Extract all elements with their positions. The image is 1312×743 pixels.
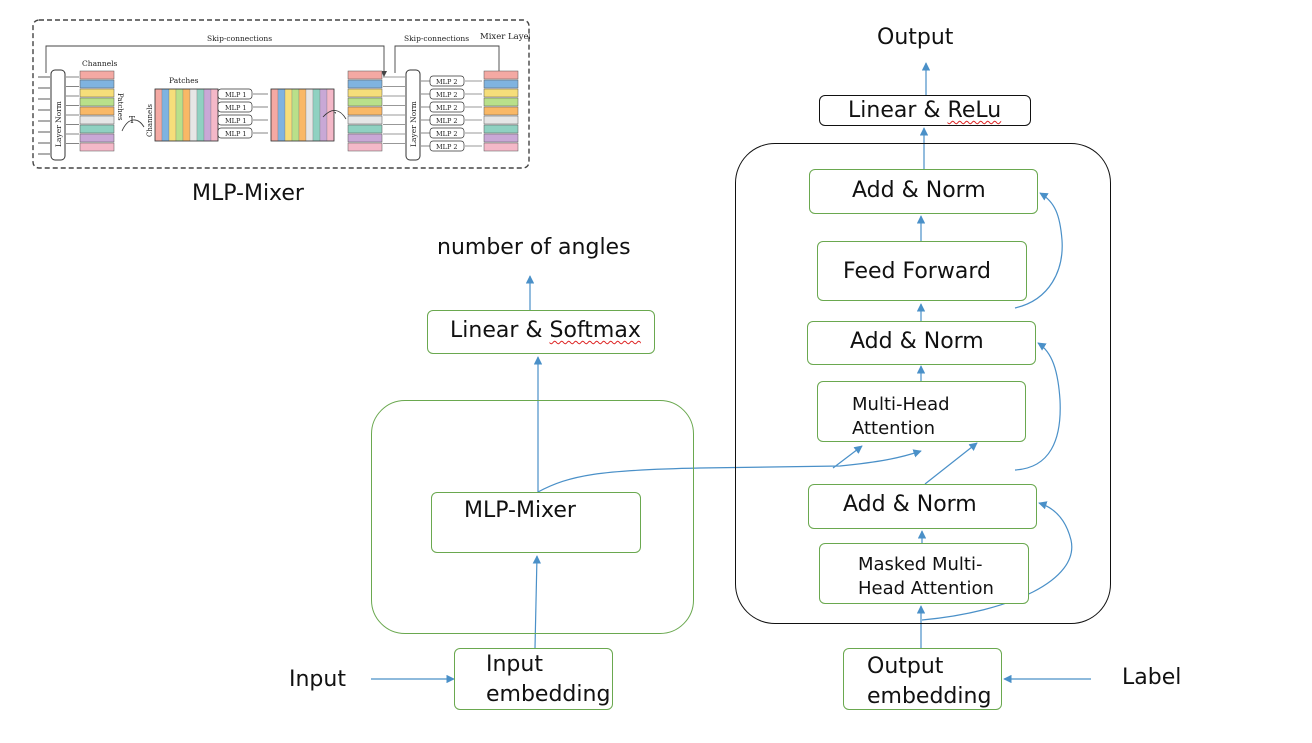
- mlp2-label: MLP 2: [436, 104, 458, 112]
- mlp-mixer-box: MLP-Mixer: [431, 492, 641, 553]
- patches-top-label: Patches: [169, 76, 199, 85]
- mlp2-label: MLP 2: [436, 117, 458, 125]
- number-of-angles-label: number of angles: [437, 235, 631, 260]
- mlp1-label: MLP 1: [225, 130, 247, 138]
- linear-softmax-box: Linear & Softmax: [427, 310, 655, 354]
- input-embedding-line2: embedding: [486, 682, 611, 707]
- add-norm-top-label: Add & Norm: [852, 178, 986, 203]
- transpose-1: T: [129, 116, 135, 126]
- mlp2-label: MLP 2: [436, 78, 458, 86]
- arrow-addnorm-to-q: [924, 442, 978, 485]
- channels-vertical-label: Channels: [146, 104, 154, 137]
- encoder-container: [371, 400, 694, 634]
- add-norm-bottom-label: Add & Norm: [843, 492, 977, 517]
- decoder-container: [735, 143, 1111, 624]
- mha-line1: Multi-Head: [852, 394, 950, 415]
- masked-line1: Masked Multi-: [858, 554, 983, 575]
- mlp-mixer-figure: Skip-connections Skip-connections Mixer …: [32, 19, 530, 169]
- patches-vertical-label: Patches: [116, 93, 124, 121]
- layer-norm-1-label: Layer Norm: [54, 101, 63, 147]
- mlp-mixer-caption: MLP-Mixer: [192, 181, 304, 206]
- output-embedding-line2: embedding: [867, 684, 992, 709]
- arrow-residual-bottom: [921, 501, 1073, 621]
- input-embedding-line1: Input: [486, 652, 543, 677]
- arrow-embedding-to-mixer: [532, 555, 542, 649]
- input-embedding-box: Input embedding: [454, 648, 613, 710]
- masked-line2: Head Attention: [858, 578, 994, 599]
- output-embedding-line1: Output: [867, 654, 944, 679]
- feed-forward-box: Feed Forward: [817, 241, 1027, 301]
- linear-relu-label: Linear & ReLu: [848, 98, 1002, 123]
- mlp1-label: MLP 1: [225, 104, 247, 112]
- linear-softmax-label: Linear & Softmax: [450, 318, 641, 343]
- input-label: Input: [289, 667, 346, 692]
- add-norm-bottom-box: Add & Norm: [808, 484, 1037, 529]
- mlp2-label: MLP 2: [436, 130, 458, 138]
- multi-head-attention-box: Multi-Head Attention: [817, 381, 1026, 442]
- add-norm-mid-label: Add & Norm: [850, 329, 984, 354]
- mlp1-label: MLP 1: [225, 117, 247, 125]
- linear-relu-box: Linear & ReLu: [819, 95, 1031, 126]
- arrow-mixer-to-attention: [537, 449, 922, 493]
- mlp2-label: MLP 2: [436, 143, 458, 151]
- channels-top-label: Channels: [82, 59, 118, 68]
- add-norm-mid-box: Add & Norm: [807, 321, 1036, 365]
- feed-forward-label: Feed Forward: [843, 259, 991, 284]
- output-label: Output: [877, 25, 954, 50]
- arrow-residual-top: [1014, 192, 1063, 309]
- mixer-layer-title: Mixer Layer: [480, 32, 530, 42]
- masked-attention-box: Masked Multi- Head Attention: [819, 543, 1029, 604]
- mlp-mixer-label: MLP-Mixer: [464, 498, 576, 523]
- layer-norm-2-label: Layer Norm: [409, 101, 418, 147]
- mlp1-label: MLP 1: [225, 91, 247, 99]
- skip-label-1: Skip-connections: [207, 34, 272, 43]
- mlp2-label: MLP 2: [436, 91, 458, 99]
- skip-label-2: Skip-connections: [404, 34, 469, 43]
- arrow-residual-mid: [1014, 342, 1061, 471]
- output-embedding-box: Output embedding: [843, 648, 1002, 710]
- mha-line2: Attention: [852, 418, 936, 439]
- arrow-kv-left: [832, 445, 863, 469]
- add-norm-top-box: Add & Norm: [809, 169, 1038, 214]
- label-input: Label: [1122, 665, 1182, 690]
